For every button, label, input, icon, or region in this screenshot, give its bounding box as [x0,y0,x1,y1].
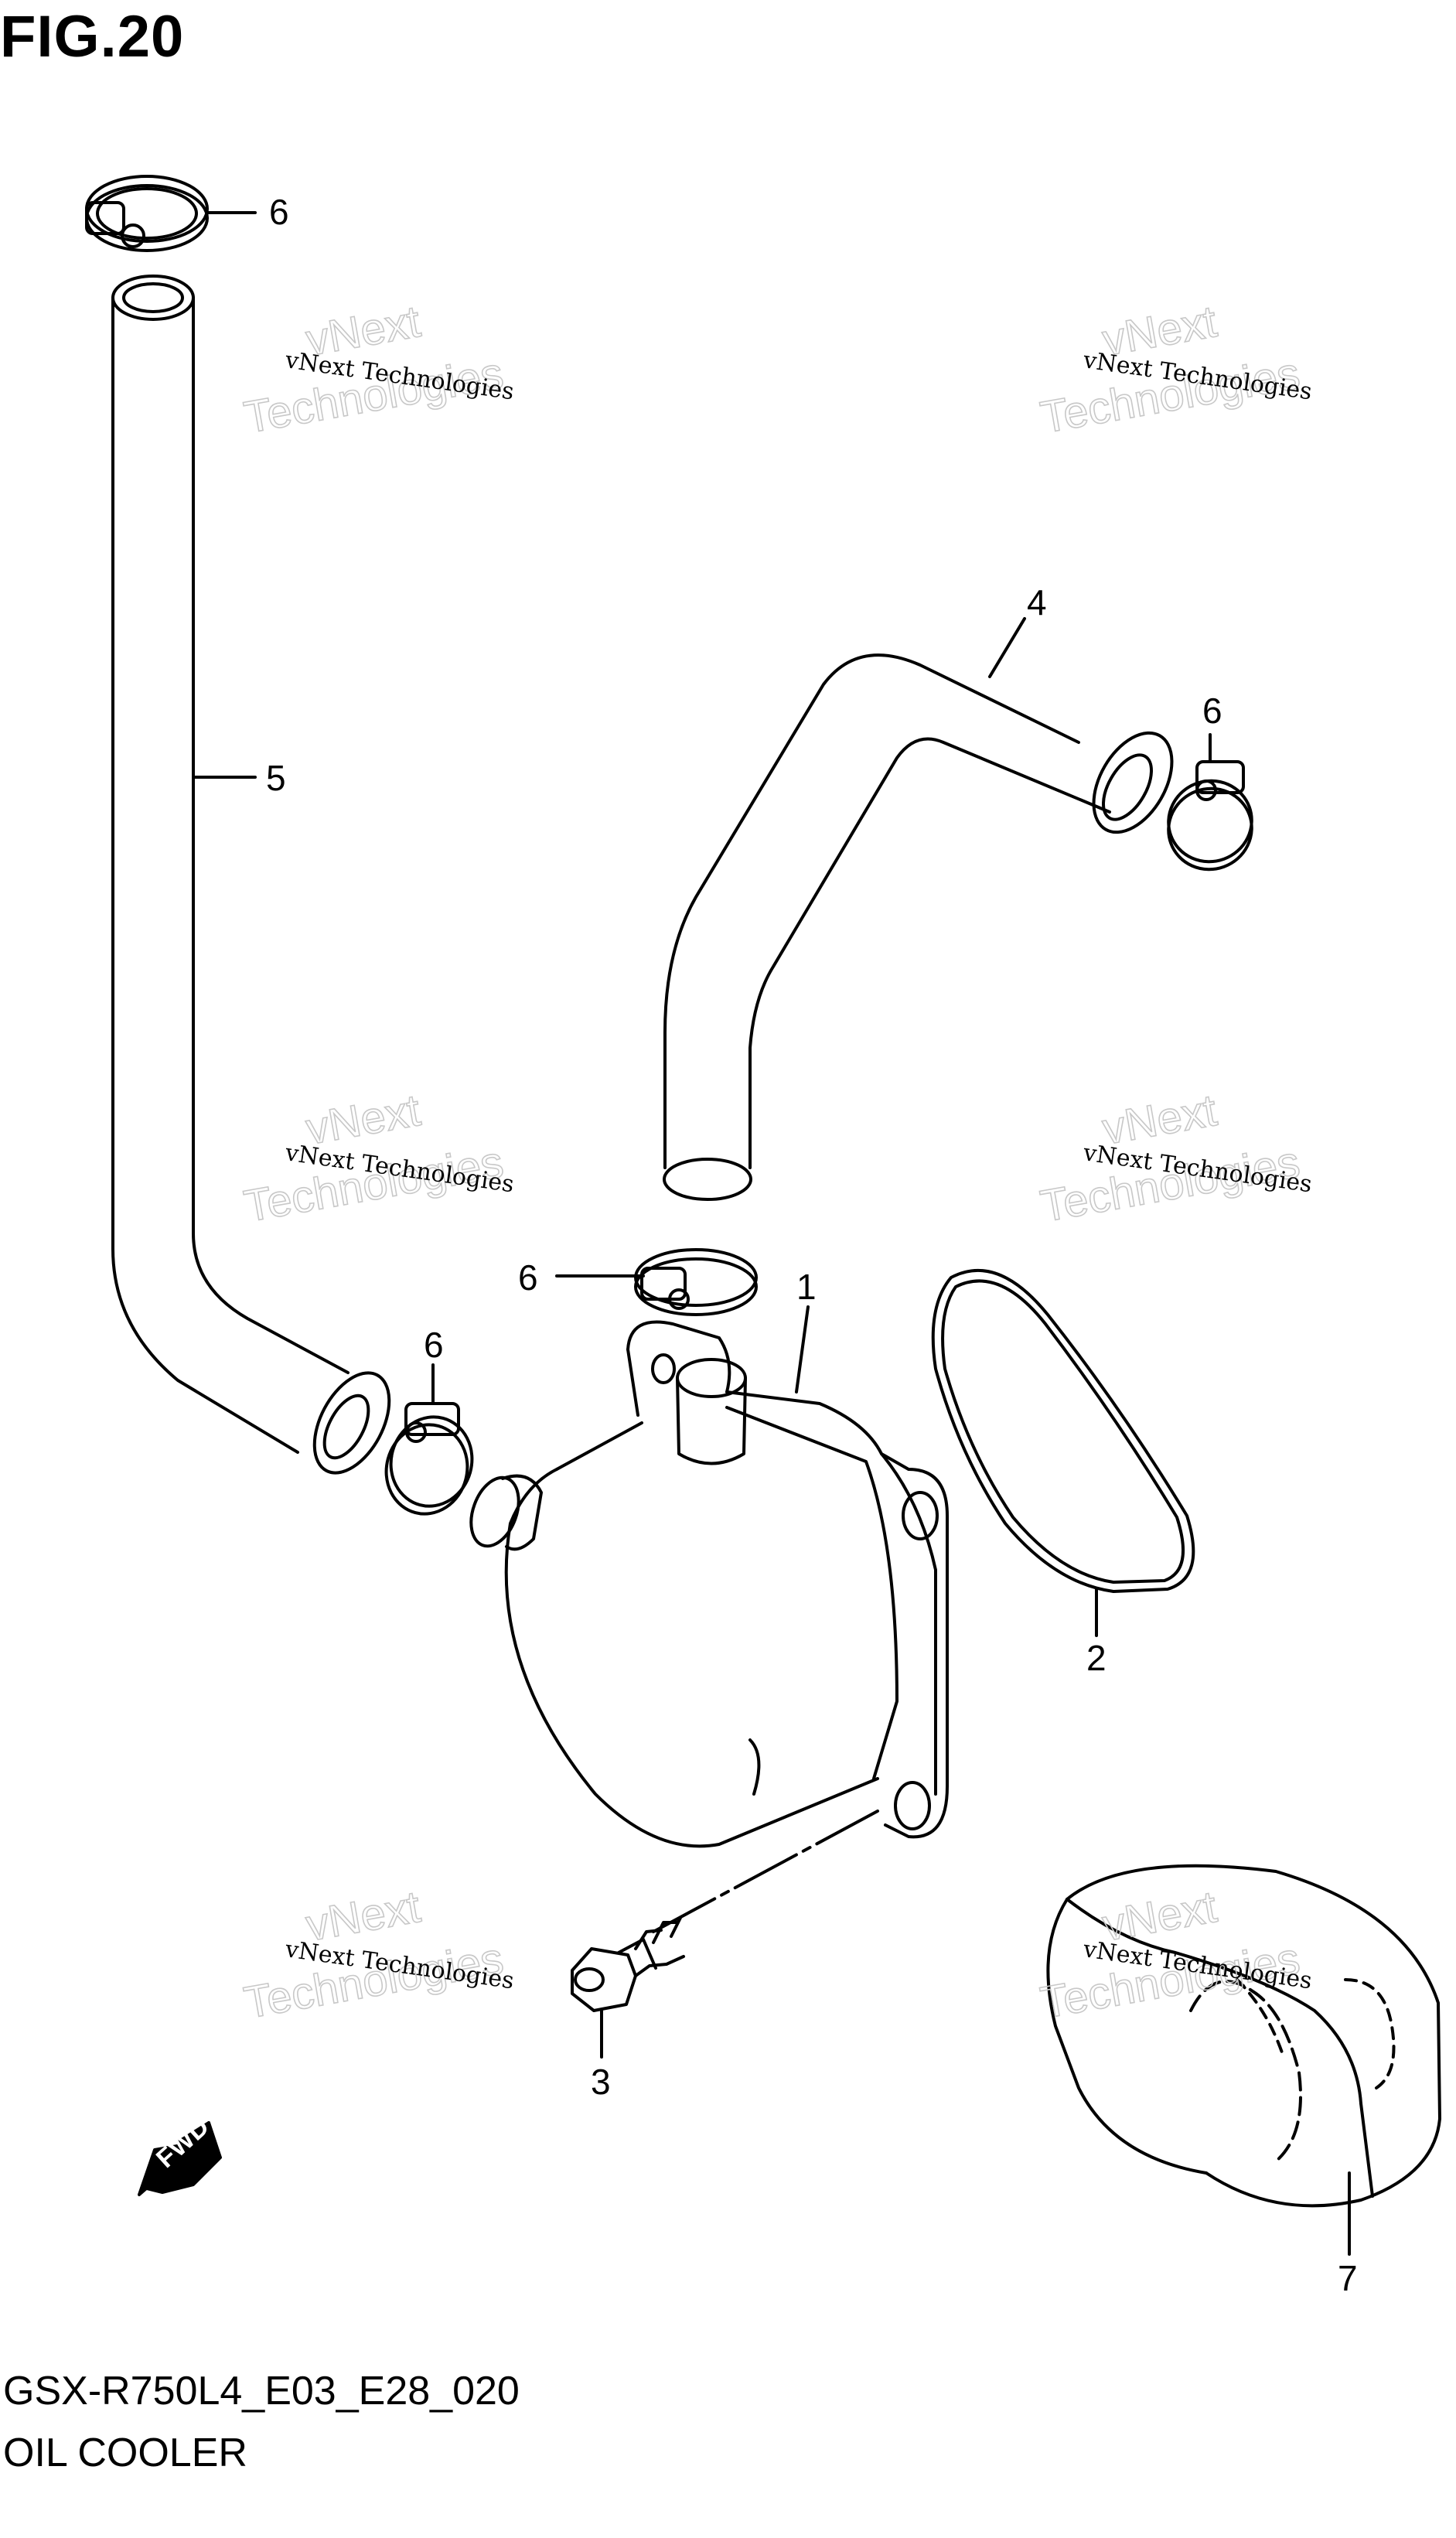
watermark-1: vNext Technologies vNext Technologies [240,295,516,443]
watermark-6: vNext Technologies vNext Technologies [1036,1881,1314,2028]
figure-title: FIG.20 [0,4,185,70]
hose-clamp-left [384,1363,474,1516]
callout-3: 3 [591,2062,611,2102]
callout-4: 4 [1027,582,1047,623]
oil-cooler-body [469,1305,949,1848]
callout-6-left: 6 [424,1325,444,1365]
oil-hose-long [111,275,391,1475]
watermark-3: vNext Technologies vNext Technologies [240,1084,516,1232]
callout-7: 7 [1338,2258,1358,2298]
callout-6-right: 6 [1202,691,1222,731]
fwd-arrow-icon [138,2121,222,2196]
hose-clamp-middle [555,1248,758,1316]
hose-clamp-top [85,175,257,252]
bolt [571,1810,879,2059]
callout-2: 2 [1086,1638,1106,1678]
watermark-2: vNext Technologies vNext Technologies [1036,295,1314,443]
callout-1: 1 [796,1267,817,1307]
diagram-name: OIL COOLER [3,2431,247,2475]
diagram-code: GSX-R750L4_E03_E28_020 [3,2369,520,2413]
watermark-4: vNext Technologies vNext Technologies [1036,1084,1314,1232]
o-ring [931,1268,1195,1637]
callout-6-middle: 6 [518,1257,538,1298]
callout-6-top: 6 [269,192,289,232]
oil-hose-bent [663,617,1174,1201]
watermark-5: vNext Technologies vNext Technologies [240,1881,516,2028]
hose-clamp-right [1167,733,1253,872]
oil-filter [1046,1864,1441,2256]
callout-5: 5 [266,758,286,798]
